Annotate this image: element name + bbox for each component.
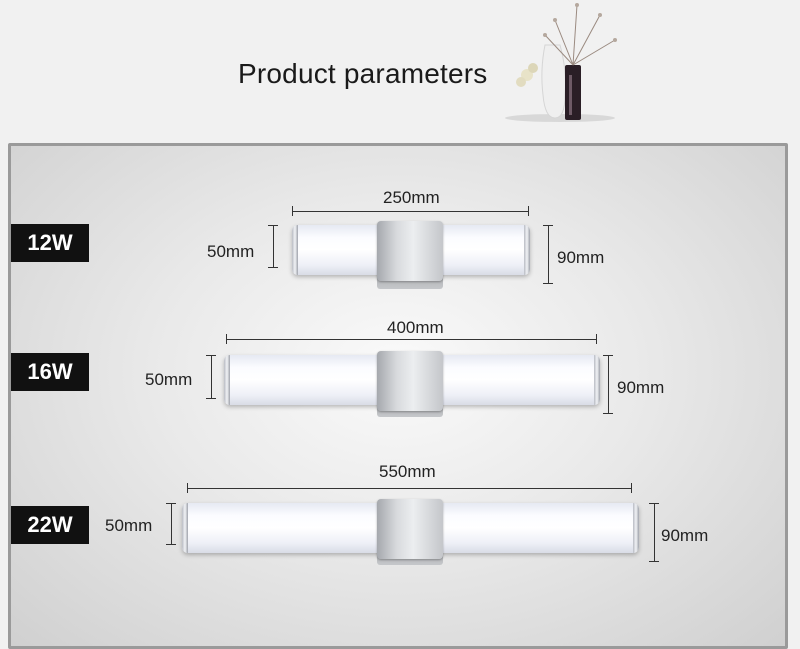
dimension-tick [528,206,529,216]
diameter-dimension-line [171,503,172,545]
diameter-dimension-line [273,225,274,268]
dimension-tick [603,355,613,356]
lamp-center-body [377,499,443,559]
length-label: 550mm [379,462,436,481]
height-label: 90mm [557,248,605,267]
tube-end-cap [524,225,530,275]
dimension-tick [187,483,188,493]
dimension-tick [603,413,613,414]
dimension-tick [166,544,176,545]
dimension-tick [292,206,293,216]
tube-end-cap [292,225,298,275]
dimension-tick [631,483,632,493]
height-label: 90mm [661,526,709,545]
dimension-tick [543,283,553,284]
tube-end-cap [182,503,188,553]
length-label: 250mm [383,188,440,207]
dimension-tick [166,503,176,504]
diameter-label: 50mm [207,242,255,261]
tube-end-cap [633,503,639,553]
diameter-dimension-line [211,355,212,399]
dimension-tick [206,355,216,356]
power-badge-12w: 12W [11,224,89,262]
power-badge-16w: 16W [11,353,89,391]
dimension-tick [268,267,278,268]
tube-end-cap [224,355,230,405]
height-label: 90mm [617,378,665,397]
dimension-tick [596,334,597,344]
power-badge-22w: 22W [11,506,89,544]
lamp-center-body [377,221,443,281]
tube-end-cap [594,355,600,405]
height-dimension-line [608,355,609,413]
page-title: Product parameters [238,58,488,89]
vase-decoration-image [505,3,617,122]
length-dimension-line [292,211,529,212]
diameter-label: 50mm [145,370,193,389]
dimension-tick [649,503,659,504]
dimension-tick [226,334,227,344]
height-dimension-line [548,225,549,283]
dimension-tick [206,398,216,399]
height-dimension-line [654,503,655,561]
parameters-panel: 12W 250mm 50mm 90mm 16W 400mm 50mm 90mm … [8,143,788,649]
length-label: 400mm [387,318,444,337]
dimension-tick [649,561,659,562]
diameter-label: 50mm [105,516,153,535]
lamp-center-body [377,351,443,411]
dimension-tick [268,225,278,226]
dimension-tick [543,225,553,226]
length-dimension-line [187,488,632,489]
length-dimension-line [226,339,597,340]
